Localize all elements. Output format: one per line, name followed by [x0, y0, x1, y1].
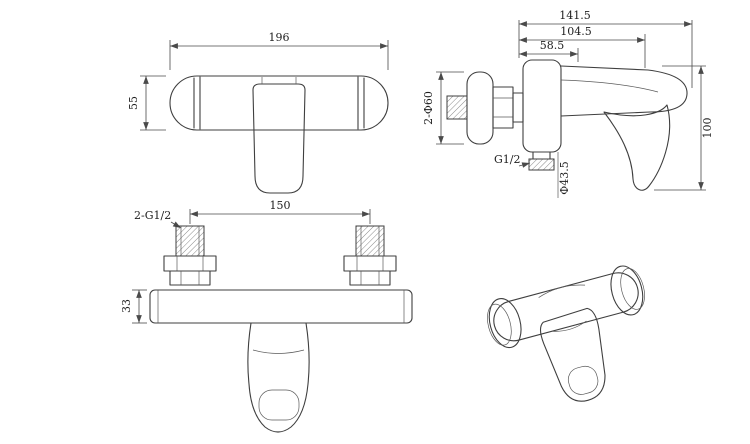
side-height-dimension: 100	[654, 65, 714, 191]
side-body-depth-label: 58.5	[540, 39, 565, 52]
side-connector-dia-label: Φ43.5	[558, 161, 571, 195]
iso-right-escutcheon-rim	[620, 268, 645, 310]
bottom-right-collar-nut	[349, 270, 391, 286]
side-depth-dimensions: 141.5 104.5 58.5	[518, 9, 693, 88]
side-handle-arm	[560, 65, 688, 117]
side-overall-depth-label: 141.5	[559, 9, 591, 22]
side-outlet-neck	[532, 151, 551, 160]
bottom-thickness-label: 33	[120, 299, 133, 313]
bottom-left-hex-nut	[163, 255, 217, 272]
bottom-handle-detail-line	[252, 349, 305, 354]
bottom-view: 150 2-G1/2	[120, 199, 413, 433]
side-escutcheon-label: 2-Φ60	[422, 91, 435, 125]
iso-body-outline	[493, 272, 639, 342]
bottom-body-outline	[149, 289, 413, 324]
front-view: 196 55	[127, 31, 389, 194]
bottom-left-collar-nut	[169, 270, 211, 286]
bottom-inlet-thread-label: 2-G1/2	[134, 209, 171, 222]
bottom-inlet-thread-callout: 2-G1/2	[134, 209, 182, 229]
bottom-handle-end-cap	[258, 389, 300, 421]
front-width-label: 196	[269, 31, 290, 44]
side-escutcheon-dimension: 2-Φ60	[422, 71, 464, 145]
bottom-left-inlet-thread	[175, 225, 205, 257]
front-body-outline	[169, 75, 389, 131]
side-handle-detail-line	[560, 79, 659, 93]
iso-right-escutcheon	[610, 265, 644, 316]
side-connector-dia-dimension: Φ43.5	[557, 152, 571, 198]
front-handle-outline	[252, 83, 306, 194]
side-inlet-thread	[446, 95, 468, 120]
bottom-right-hex-nut	[343, 255, 397, 272]
side-height-label: 100	[701, 118, 714, 139]
leader-line	[518, 162, 531, 168]
bottom-right-inlet-thread	[355, 225, 385, 257]
front-width-dimension: 196	[169, 31, 389, 70]
side-outlet-thread-label: G1/2	[494, 153, 521, 166]
bottom-spacing-label: 150	[270, 199, 291, 212]
side-hex-nut	[492, 86, 514, 129]
side-outlet-thread-callout: G1/2	[494, 153, 531, 168]
side-connector-ring	[512, 92, 524, 123]
side-handle-depth-label: 104.5	[560, 25, 592, 38]
front-height-label: 55	[127, 96, 140, 110]
iso-handle-end-cap	[567, 365, 599, 395]
bottom-spacing-dimension: 150	[189, 199, 371, 224]
iso-view	[487, 265, 645, 402]
bottom-handle-outline	[247, 322, 310, 433]
bottom-thickness-dimension: 33	[120, 289, 147, 324]
side-handle-blade	[603, 104, 671, 191]
iso-left-escutcheon-rim	[487, 303, 512, 346]
iso-handle-outline	[539, 307, 606, 402]
front-height-dimension: 55	[127, 75, 166, 131]
iso-cap-line	[538, 284, 586, 298]
iso-handle-detail-line	[551, 320, 587, 332]
side-escutcheon-outline	[466, 71, 494, 145]
side-outlet-thread	[528, 158, 555, 171]
side-view: 141.5 104.5 58.5 2-Φ60 G1/2	[422, 9, 714, 198]
side-body-outline	[522, 59, 562, 153]
iso-left-escutcheon	[488, 298, 522, 349]
